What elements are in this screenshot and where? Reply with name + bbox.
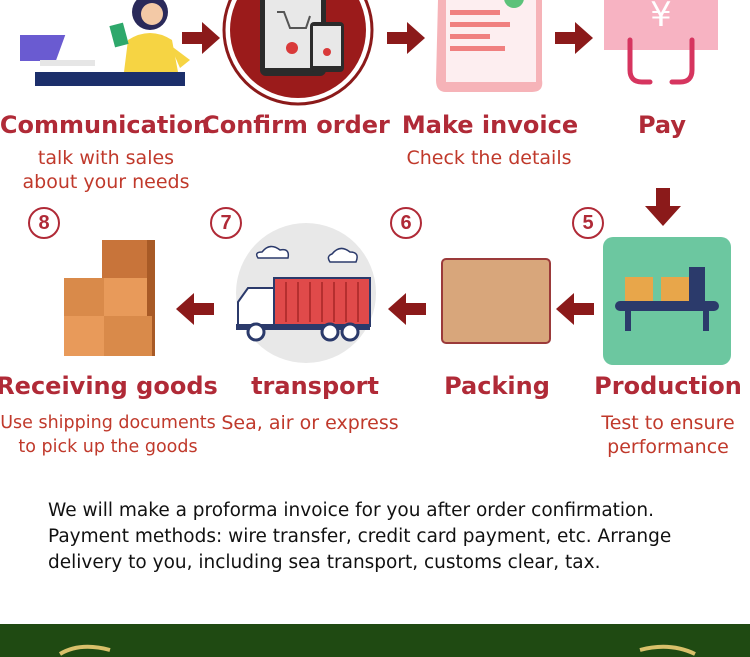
- step-desc-make-invoice: Check the details: [406, 147, 572, 169]
- arrow-down-icon: [645, 188, 681, 226]
- footer-banner: [0, 624, 750, 657]
- arrow-left-icon: [176, 293, 214, 325]
- step-desc-receiving-goods: Use shipping documents to pick up the go…: [0, 413, 216, 457]
- production-conveyor-icon: [603, 237, 731, 365]
- step-number-5: 5: [572, 207, 604, 239]
- step-desc-production: Test to ensure performance: [601, 412, 735, 458]
- arrow-right-icon: [555, 22, 593, 54]
- step-number-8: 8: [28, 207, 60, 239]
- pay-yen-phone-icon: ¥: [604, 0, 718, 85]
- step-desc-communication: talk with sales about your needs: [22, 147, 190, 193]
- svg-text:¥: ¥: [650, 0, 672, 35]
- step-number-6: 6: [390, 207, 422, 239]
- step-title-packing: Packing: [444, 372, 550, 400]
- process-note: We will make a proforma invoice for you …: [48, 500, 672, 573]
- arrow-right-icon: [182, 22, 220, 54]
- step-title-communication: Communication: [0, 111, 211, 139]
- step-desc-transport: Sea, air or express: [221, 412, 399, 434]
- step-title-receiving-goods: Receiving goods: [0, 372, 218, 400]
- arrow-right-icon: [387, 22, 425, 54]
- communication-illustration-icon: [20, 0, 190, 86]
- step-title-pay: Pay: [637, 111, 687, 139]
- step-title-transport: transport: [251, 372, 379, 400]
- invoice-document-icon: [436, 0, 543, 92]
- truck-transport-icon: [236, 223, 376, 363]
- footer-ornament-icon: [58, 644, 696, 656]
- packing-box-icon: [441, 258, 551, 344]
- arrow-left-icon: [388, 293, 426, 325]
- step-title-production: Production: [594, 372, 742, 400]
- step-title-confirm-order: Confirm order: [202, 111, 390, 139]
- confirm-order-tablet-icon: [222, 0, 374, 106]
- step-number-7: 7: [210, 207, 242, 239]
- step-title-make-invoice: Make invoice: [401, 111, 579, 139]
- arrow-left-icon: [556, 293, 594, 325]
- stacked-boxes-icon: [64, 240, 155, 356]
